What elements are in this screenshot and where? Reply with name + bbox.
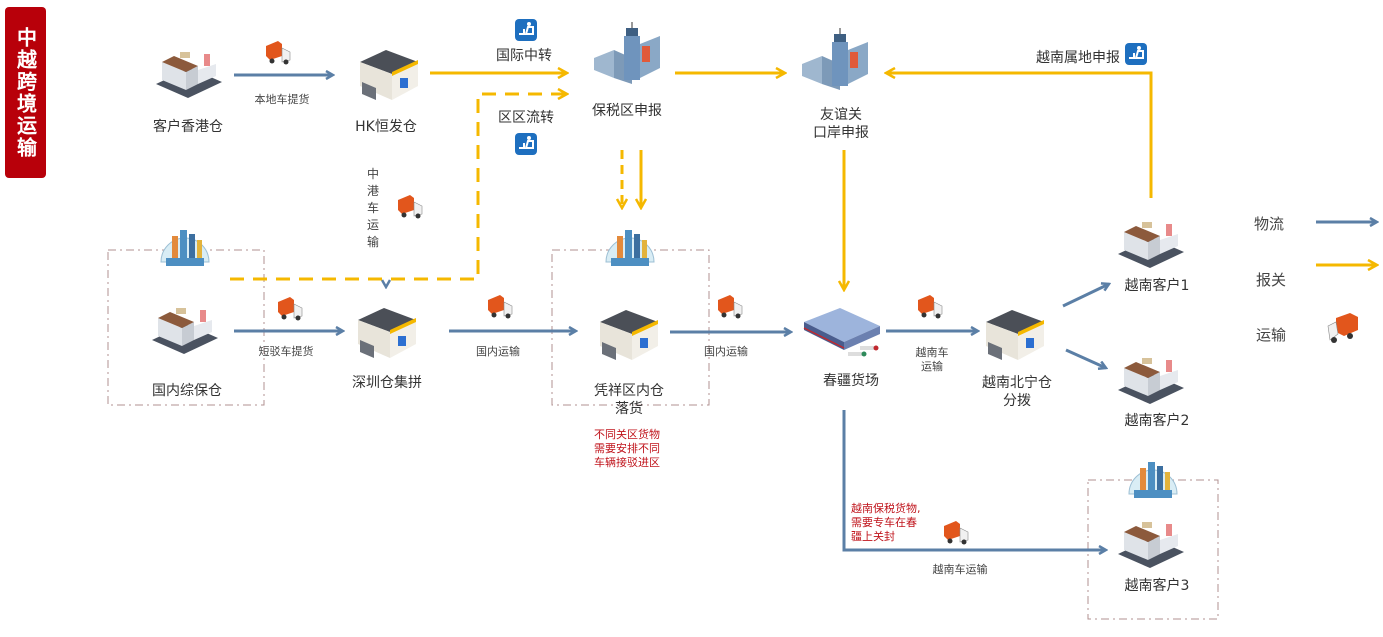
bonded-zone-badge-icon (160, 230, 210, 266)
edge-cn-hk-truck-label: 中港车运输 (366, 167, 379, 249)
legend-transport-label: 运输 (1256, 326, 1287, 344)
node-vn-customer2-label: 越南客户2 (1124, 413, 1190, 429)
legend-truck-icon (1327, 313, 1358, 343)
truck-icon (718, 295, 743, 319)
truck-icon (278, 297, 303, 321)
freight-yard-icon (803, 308, 880, 357)
truck-icon (944, 521, 969, 545)
depot-icon (360, 50, 418, 100)
edge-short-pickup-label: 短驳车提货 (258, 345, 314, 358)
depot-icon (358, 308, 416, 358)
depot-icon (986, 310, 1044, 360)
edge-local-pickup-label: 本地车提货 (254, 93, 310, 106)
diagram-title: 中越跨境运输 (5, 7, 46, 178)
pingxiang-note: 不同关区货物 需要安排不同 车辆接驳进区 (594, 428, 660, 469)
arrow-to-customer1 (1062, 284, 1109, 308)
warehouse-icon (156, 52, 222, 98)
customs-building-icon (802, 28, 868, 90)
customs-building-icon (594, 22, 660, 84)
node-hk-hengfa-label: HK恒发仓 (355, 119, 417, 135)
legend-customs-label: 报关 (1256, 271, 1287, 289)
arrow-zone-transfer (230, 94, 567, 281)
customs-officer-icon (515, 19, 537, 41)
truck-icon (398, 195, 423, 219)
node-vn-customer1-label: 越南客户1 (1124, 278, 1190, 294)
node-bonded-declare-label: 保税区申报 (592, 103, 662, 119)
warehouse-icon (1118, 222, 1184, 268)
node-hk-customer-label: 客户香港仓 (153, 119, 223, 135)
warehouse-icon (1118, 522, 1184, 568)
edge-domestic1-label: 国内运输 (476, 345, 520, 358)
edge-vn-truck2-label: 越南车运输 (932, 563, 988, 576)
edge-vn-truck-label: 越南车 运输 (915, 346, 949, 373)
edge-intl-transit-label: 国际中转 (496, 48, 552, 64)
legend-logistics-label: 物流 (1254, 215, 1285, 233)
truck-icon (488, 295, 513, 319)
warehouse-icon (1118, 358, 1184, 404)
truck-icon (918, 295, 943, 319)
edge-domestic2-label: 国内运输 (704, 345, 748, 358)
node-chunjiang-label: 春疆货场 (823, 373, 879, 389)
node-pingxiang-label: 凭祥区内仓 落货 (594, 383, 664, 417)
customs-officer-icon (515, 133, 537, 155)
node-vn-customer3-label: 越南客户3 (1124, 578, 1190, 594)
arrow-vn-truck2 (842, 410, 1106, 550)
edge-zone-transfer-label: 区区流转 (498, 110, 554, 126)
warehouse-icon (152, 308, 218, 354)
node-shenzhen-label: 深圳仓集拼 (352, 375, 422, 391)
truck-icon (266, 41, 291, 65)
arrow-to-customer2 (1065, 348, 1106, 368)
bonded-zone-badge-icon (1128, 462, 1178, 498)
vn-bonded-note: 越南保税货物, 需要专车在春 疆上关封 (851, 502, 921, 543)
customs-officer-icon (1125, 43, 1147, 65)
edge-vn-local-declare-label: 越南属地申报 (1036, 50, 1120, 66)
node-bacninh-label: 越南北宁仓 分拨 (982, 375, 1052, 409)
depot-icon (600, 310, 658, 360)
bonded-zone-badge-icon (605, 230, 655, 266)
node-domestic-bonded-label: 国内综保仓 (152, 383, 222, 399)
node-youyiguan-label: 友谊关 口岸申报 (813, 107, 869, 141)
arrow-vn-local-declare (886, 73, 1153, 198)
